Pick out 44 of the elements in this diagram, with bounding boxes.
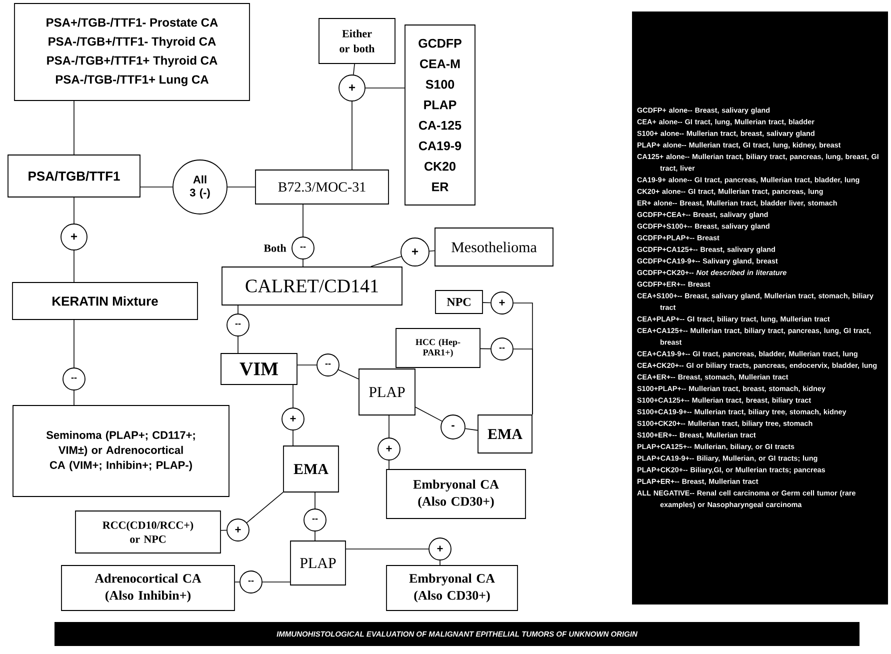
connector-line	[338, 369, 359, 380]
side-label: Both	[264, 244, 286, 252]
connector-line	[429, 250, 435, 252]
result-box: HCC (Hep-PAR1+)	[396, 328, 480, 368]
result-box: KERATIN Mixture	[12, 282, 198, 320]
connector-line	[297, 364, 317, 366]
result-box: RCC(CD10/RCC+) or NPC	[75, 510, 221, 554]
connector-line	[464, 428, 478, 431]
result-box: PLAP	[358, 368, 416, 416]
result-box: Embryonal CA (Also CD30+)	[386, 469, 526, 519]
result-box: NPC	[435, 290, 483, 314]
result-box: PLAP	[290, 540, 346, 586]
connector-line	[314, 492, 316, 509]
connector-line	[482, 302, 491, 304]
result-box: Seminoma (PLAP+; CD117+; VIM±) or Adrenocortical CA (VIM+; Inhibin+; PLAP-)	[12, 405, 230, 497]
connector-line	[140, 186, 173, 188]
connector-line	[353, 64, 355, 76]
result-box: VIM	[220, 353, 298, 385]
result-box: Adrenocortical CA (Also Inhibin+)	[61, 565, 235, 611]
connector-line	[513, 348, 533, 415]
connector-line	[415, 406, 442, 422]
result-box: Embryonal CA (Also CD30+)	[386, 565, 518, 611]
connector-line	[346, 548, 429, 550]
result-box: Mesothelioma	[434, 228, 554, 266]
connector-line	[302, 204, 304, 237]
connector-line	[292, 384, 294, 408]
connector-line	[480, 348, 491, 350]
connector-line	[370, 256, 402, 267]
result-box: PSA/TGB/TTF1	[8, 154, 140, 198]
result-box: PSA+/TGB-/TTF1- Prostate CA PSA-/TGB+/TTF1- Thyroid CA PSA-/TGB+/TTF1+ Thyroid CA PSA-/TGB-/TTF1+ Lung CA	[14, 3, 250, 101]
result-box: GCDFP CEA-M S100 PLAP CA-125 CA19-9 CK20 ER	[404, 24, 476, 206]
connector-line	[388, 415, 390, 438]
result-box: B72.3/MOC-31	[255, 170, 389, 204]
result-box: EMA	[478, 414, 532, 454]
connector-line	[227, 186, 256, 188]
connector-line	[220, 530, 227, 531]
connector-line	[388, 460, 390, 470]
result-box: EMA	[283, 446, 339, 492]
connector-line	[302, 259, 304, 267]
connector-line	[314, 531, 316, 541]
result-box: Either or both	[318, 18, 396, 64]
connector-line	[292, 430, 294, 446]
result-box: CALRET/CD141	[222, 266, 402, 306]
connector-line	[246, 492, 284, 524]
